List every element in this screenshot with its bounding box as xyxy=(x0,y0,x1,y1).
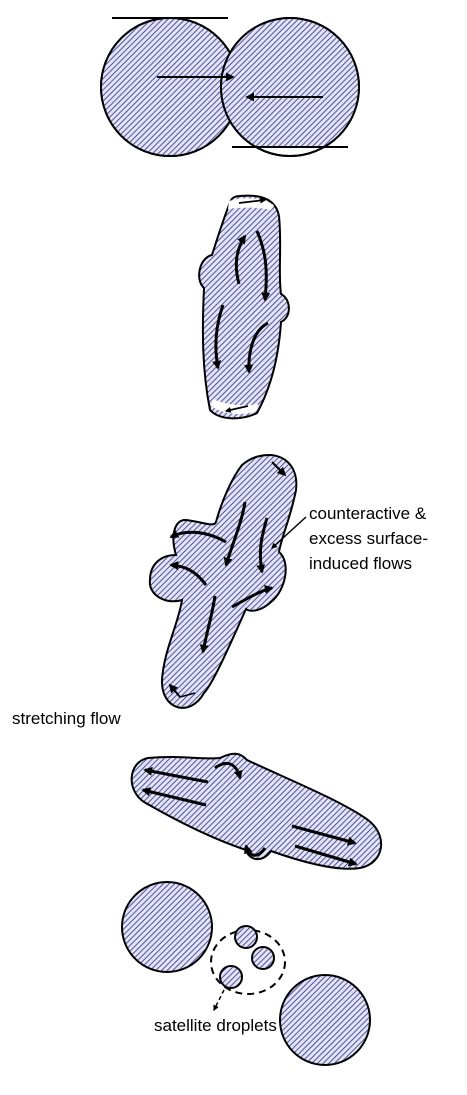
stretched-drop-outline xyxy=(132,754,381,869)
coalesced-drop-outline xyxy=(199,196,289,419)
callout-line-satellite xyxy=(214,990,224,1010)
satellite-droplet xyxy=(235,926,257,948)
label-satellite-droplets: satellite droplets xyxy=(154,1016,277,1035)
label-stretching-flow: stretching flow xyxy=(12,709,121,728)
satellite-droplet xyxy=(220,966,242,988)
stage-5-breakup: satellite droplets xyxy=(122,882,370,1065)
satellite-droplet xyxy=(252,947,274,969)
label-counteractive-line3: induced flows xyxy=(309,554,412,573)
left-droplet xyxy=(101,18,239,156)
stage-2-coalesced-drop xyxy=(199,196,289,419)
right-droplet xyxy=(221,18,359,156)
stage-4-stretched-drop xyxy=(132,754,381,869)
deformed-drop-outline xyxy=(150,455,296,708)
daughter-droplet-right xyxy=(280,975,370,1065)
stage-1-colliding-droplets xyxy=(101,18,359,156)
stage-3-deformed-drop: counteractive & excess surface- induced … xyxy=(12,455,428,728)
label-counteractive-line2: excess surface- xyxy=(309,529,428,548)
daughter-droplet-left xyxy=(122,882,212,972)
label-counteractive-line1: counteractive & xyxy=(309,504,427,523)
